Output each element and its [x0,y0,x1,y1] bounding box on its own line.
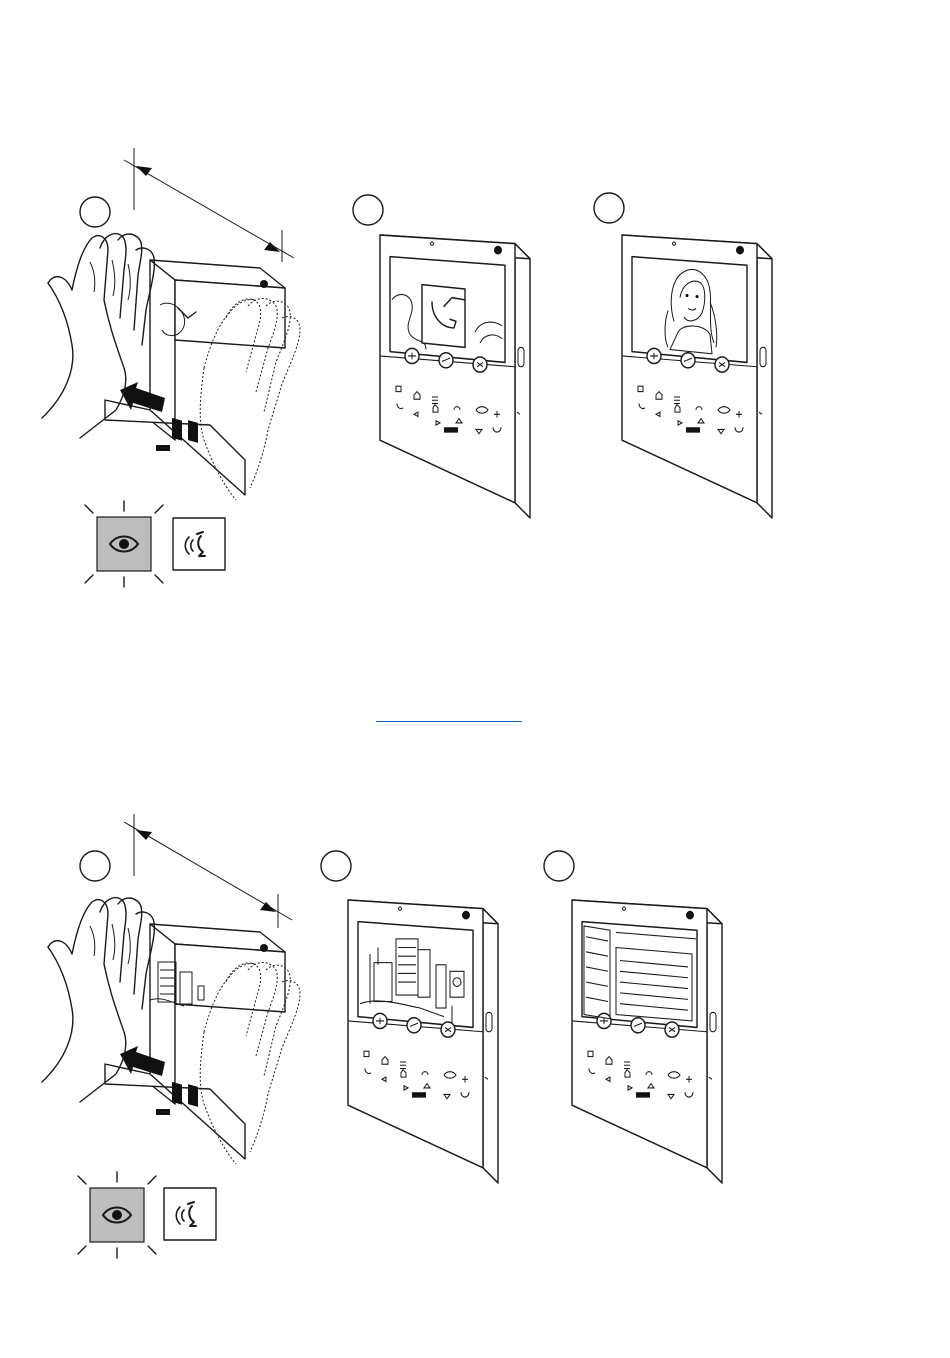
dimension-line-bottom [124,814,292,928]
step-circle-3 [544,851,574,881]
wall-plate-install-top [42,234,300,500]
top-row [42,148,772,587]
monitor-step-3 [622,235,772,518]
monitor-street-2 [348,900,498,1183]
step-circle-1 [80,851,110,881]
bottom-row [42,814,722,1258]
step-circle-2 [353,195,383,225]
lit-eye-key-bottom [78,1172,156,1258]
monitor-step-2 [380,235,530,518]
monitor-entrance-3 [572,900,722,1183]
wall-plate-install-bottom [42,898,300,1164]
lit-eye-key-top [85,501,163,587]
voice-key-top [173,518,225,570]
separator-link[interactable] [376,703,522,722]
step-circle-3 [594,193,624,223]
step-circle-2 [321,851,351,881]
voice-key-bottom [164,1188,216,1240]
dimension-line-top [124,148,294,262]
step-circle-1 [80,197,110,227]
